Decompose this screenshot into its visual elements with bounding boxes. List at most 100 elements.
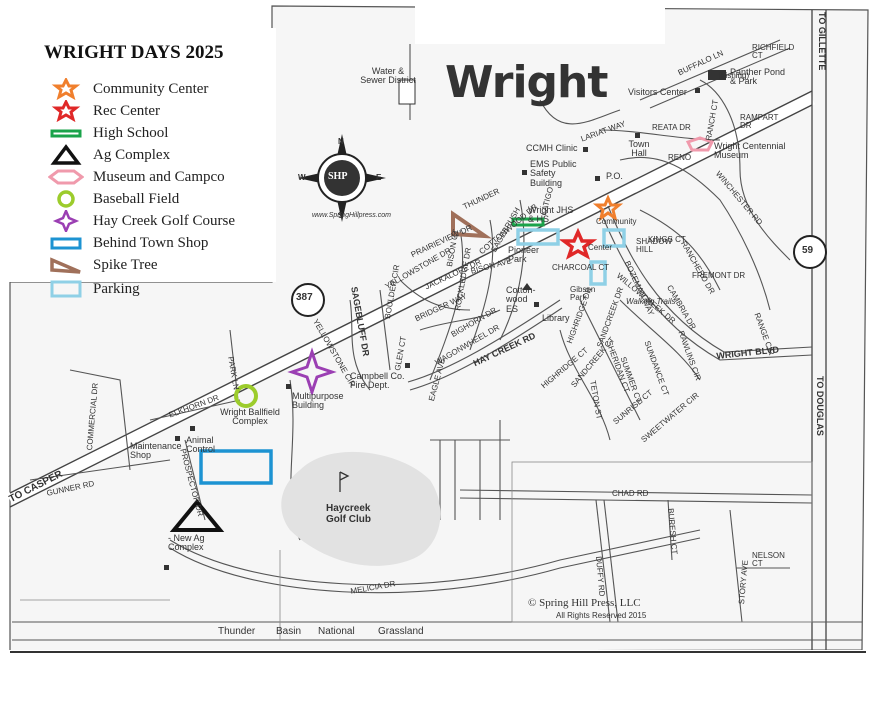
parking-markers: [516, 228, 626, 286]
highway-387: [6, 90, 816, 508]
legend-item-spike-tree: Spike Tree: [48, 254, 274, 276]
building-markers: [164, 70, 726, 570]
route-387-shield: [291, 283, 325, 317]
legend-item-museum: Museum and Campco: [48, 166, 274, 188]
legend-label: Museum and Campco: [93, 169, 225, 185]
black-triangle-icon: [50, 144, 82, 165]
street-nelson-ct: NELSON CT: [752, 551, 785, 569]
label-national: National: [318, 626, 355, 637]
label-jhs-hs: Wright JHS & HS: [528, 205, 574, 225]
compass-s: S: [338, 211, 344, 220]
spike-tree-marker: [451, 210, 493, 239]
label-visitors-center: Visitors Center: [628, 87, 687, 97]
community-center-marker: [592, 194, 624, 222]
label-ccmh-clinic: CCMH Clinic: [526, 143, 578, 153]
legend-title: WRIGHT DAYS 2025: [44, 42, 224, 63]
street-fremont-dr: FREMONT DR: [692, 271, 746, 280]
museum-marker: [685, 136, 715, 152]
legend-label: Ag Complex: [93, 147, 171, 163]
label-maintenance: Maintenance Shop: [130, 441, 182, 461]
label-ballfield: Wright Ballfield Complex: [220, 407, 280, 427]
compass-n: N: [338, 137, 344, 146]
street-chad-rd: CHAD RD: [612, 489, 649, 498]
label-ems: EMS Public Safety Building: [530, 159, 577, 188]
legend-label: High School: [93, 125, 169, 141]
legend-item-parking: Parking: [48, 278, 274, 300]
compass-logo: SHP: [328, 171, 348, 182]
orange-star-icon: [51, 78, 81, 100]
label-copyright: © Spring Hill Press, LLC: [528, 597, 641, 609]
street-reata-dr: REATA DR: [652, 123, 691, 132]
town-title: Wright: [445, 57, 608, 108]
label-basin: Basin: [276, 626, 302, 637]
street-shadow-hill: SHADOW HILL: [636, 237, 672, 255]
street-richfield-ct: RICHFIELD CT: [752, 43, 795, 61]
ag-complex-marker: [169, 498, 225, 532]
label-rec-ctr: Center: [588, 243, 613, 252]
pink-hexagon-icon: [48, 169, 84, 185]
direction-douglas: TO DOUGLAS: [815, 376, 825, 436]
red-star-icon: [51, 100, 81, 122]
legend-item-ag-complex: Ag Complex: [48, 144, 274, 166]
legend-item-rec-center: Rec Center: [48, 100, 274, 122]
flag-icon: [339, 471, 350, 492]
label-walking-trails: Walking Trails: [626, 297, 676, 306]
green-bar-icon: [50, 129, 82, 138]
route-59-number: 59: [802, 245, 814, 256]
rec-center-marker: [558, 227, 598, 260]
behind-town-shop-marker: [199, 449, 273, 485]
label-multipurpose: Multipurpose Building: [292, 391, 344, 411]
legend: WRIGHT DAYS 2025 Community Center Rec Ce…: [0, 28, 276, 298]
light-blue-rectangle-icon: [50, 280, 82, 298]
blue-rectangle-icon: [50, 237, 82, 250]
baseball-field-marker: [234, 384, 258, 408]
label-rights: All Rights Reserved 2015: [556, 611, 647, 620]
legend-item-baseball: Baseball Field: [48, 188, 274, 210]
label-centennial-museum: Wright Centennial Museum: [714, 141, 786, 161]
legend-label: Hay Creek Golf Course: [93, 213, 236, 229]
label-animal-control: Animal Control: [186, 435, 216, 455]
compass-w: W: [298, 173, 306, 182]
label-grassland: Grassland: [378, 626, 424, 637]
label-golf-club: Haycreek Golf Club: [326, 503, 371, 525]
compass-e: E: [376, 173, 382, 182]
legend-label: Community Center: [93, 81, 209, 97]
legend-label: Spike Tree: [93, 257, 158, 273]
route-387-number: 387: [296, 292, 313, 303]
legend-label: Behind Town Shop: [93, 235, 209, 251]
label-campbell-fire: Campbell Co. Fire Dept.: [350, 371, 405, 391]
lot-lines: [20, 461, 813, 640]
label-cottonwood: Cotton-wood ES: [506, 285, 536, 314]
street-rampart-dr: RAMPART DR: [740, 113, 779, 131]
label-water-sewer: Water & Sewer District: [360, 66, 416, 86]
route-59-shield: [793, 235, 827, 269]
compass-rose: [298, 134, 386, 222]
label-pioneer-park: Pioneer Park: [508, 245, 540, 265]
label-po: P.O.: [606, 171, 623, 181]
purple-star-icon: [52, 210, 80, 232]
brown-triangle-icon: [50, 257, 81, 274]
label-new-ag: - New Ag Complex: [168, 533, 205, 553]
label-community: Community: [596, 217, 637, 226]
label-gibson-park: Gibson Park: [570, 285, 596, 303]
legend-label: Baseball Field: [93, 191, 180, 207]
label-fishing: (Fishing): [718, 71, 750, 80]
high-school-marker: [511, 217, 545, 227]
street-charcoal-ct: CHARCOAL CT: [552, 263, 610, 272]
legend-label: Parking: [93, 281, 140, 297]
street-kings-ct: KINGS CT: [648, 235, 686, 244]
compass-url: www.SpringHillpress.com: [312, 212, 391, 219]
direction-gillette: TO GILLETTE: [817, 12, 827, 71]
legend-label: Rec Center: [93, 103, 161, 119]
street-reno: RENO: [668, 153, 692, 162]
label-library: Library: [542, 313, 570, 323]
label-thunder: Thunder: [218, 626, 256, 637]
label-town-hall: Town Hall: [628, 139, 650, 159]
legend-item-community-center: Community Center: [48, 78, 274, 100]
legend-item-golf: Hay Creek Golf Course: [48, 210, 274, 232]
legend-item-high-school: High School: [48, 122, 274, 144]
golf-course-marker: [287, 347, 337, 397]
legend-item-town-shop: Behind Town Shop: [48, 232, 274, 254]
